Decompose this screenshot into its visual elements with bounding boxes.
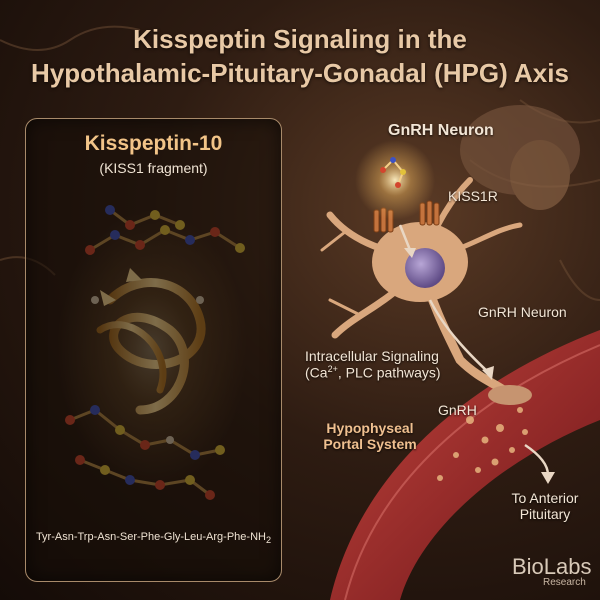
small-kisspeptin-molecule-icon (380, 157, 406, 188)
kiss1r-label: KISS1R (448, 188, 498, 204)
pituitary-line-1: To Anterior (511, 490, 579, 506)
title-line-1: Kisspeptin Signaling in the (133, 24, 467, 54)
biolabs-logo: BioLabs (512, 554, 592, 579)
nucleus-icon (405, 248, 445, 288)
gnrh-label: GnRH (438, 402, 477, 418)
peptide-subtitle: (KISS1 fragment) (99, 160, 208, 176)
arrow-icon (398, 224, 555, 484)
title-line-2: Hypothalamic-Pituitary-Gonadal (HPG) Axi… (31, 58, 569, 88)
peptide-panel (25, 118, 282, 582)
axon-terminal-icon (488, 385, 532, 405)
biolabs-logo-subtitle: Research (543, 577, 586, 588)
intracellular-signaling-label: Intracellular Signaling(Ca2+, PLC pathwa… (305, 348, 441, 381)
gnrh-neuron-title-label: GnRH Neuron (388, 122, 494, 139)
gnrh-particles (437, 407, 528, 481)
signaling-line-2-suffix: , PLC pathways) (337, 364, 441, 381)
peptide-sequence-main: Tyr-Asn-Trp-Asn-Ser-Phe-Gly-Leu-Arg-Phe-… (35, 531, 266, 543)
signaling-superscript: 2+ (327, 364, 338, 375)
gnrh-neuron-axon-label: GnRH Neuron (478, 304, 567, 320)
blood-vessel-icon (330, 330, 600, 600)
portal-line-1: Hypophyseal (326, 420, 414, 436)
pituitary-line-2: Pituitary (519, 506, 571, 523)
portal-line-2: Portal System (323, 436, 417, 453)
peptide-sequence-subscript: 2 (265, 535, 272, 546)
peptide-sequence: Tyr-Asn-Trp-Asn-Ser-Phe-Gly-Leu-Arg-Phe-… (25, 531, 282, 545)
pituitary-structure-icon (460, 105, 580, 210)
peptide-name: Kisspeptin-10 (84, 132, 223, 155)
signaling-line-1: Intracellular Signaling (305, 348, 439, 364)
signaling-line-2-prefix: (Ca (305, 364, 328, 381)
kisspeptin-binding-glow (355, 140, 435, 220)
